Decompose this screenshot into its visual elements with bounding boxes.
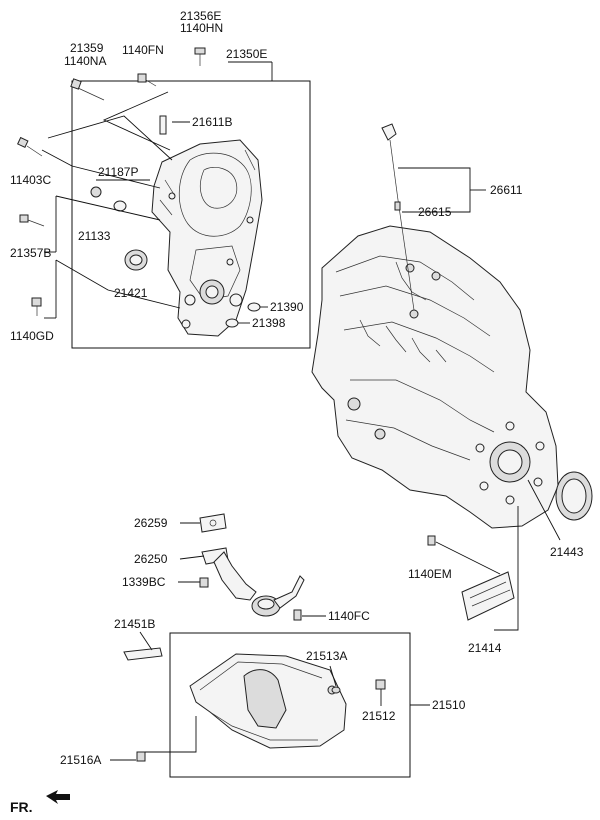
leader-21451B bbox=[139, 631, 153, 651]
label-21133: 21133 bbox=[78, 229, 111, 243]
bolt-21359 bbox=[70, 78, 105, 101]
leader-26250 bbox=[179, 555, 205, 560]
label-21451B: 21451B bbox=[114, 617, 155, 631]
leader-21357B bbox=[55, 195, 161, 221]
label-26259: 26259 bbox=[134, 516, 168, 530]
bolt-1140FN bbox=[137, 73, 157, 87]
leader-21516A-b bbox=[145, 716, 197, 753]
label-21611B: 21611B bbox=[192, 115, 232, 129]
label-26250: 26250 bbox=[134, 552, 168, 566]
o-ring-21398 bbox=[225, 318, 239, 328]
bolt-21516A bbox=[136, 751, 146, 762]
label-26615: 26615 bbox=[418, 205, 452, 219]
plug-21512 bbox=[375, 679, 386, 690]
bolt-11403C bbox=[17, 136, 43, 157]
label-1140EM: 1140EM bbox=[408, 567, 452, 581]
leader-21513A bbox=[329, 665, 337, 687]
label-1140HN: 1140HN bbox=[180, 21, 223, 35]
bolt-21356E bbox=[194, 47, 206, 66]
label-1140FC: 1140FC bbox=[328, 609, 370, 623]
label-26611: 26611 bbox=[490, 183, 523, 197]
plug-21133 bbox=[90, 186, 102, 198]
timing-cover-box bbox=[71, 80, 311, 349]
cylinder-block bbox=[311, 225, 559, 529]
o-ring-21390 bbox=[247, 302, 261, 312]
bolt-1140EM bbox=[427, 535, 436, 546]
timing-chain-cover bbox=[151, 139, 263, 337]
label-21512: 21512 bbox=[362, 709, 396, 723]
label-21414: 21414 bbox=[468, 641, 502, 655]
label-21390: 21390 bbox=[270, 300, 304, 314]
oil-level-gauge bbox=[381, 123, 415, 311]
bolt-1140FC bbox=[293, 609, 302, 621]
label-1140GD: 1140GD bbox=[10, 329, 54, 343]
leader-21421 bbox=[55, 259, 181, 309]
front-arrow-icon bbox=[46, 790, 70, 804]
leader-11403C-b bbox=[71, 165, 161, 189]
bolt-21357B bbox=[19, 214, 45, 227]
label-21516A: 21516A bbox=[60, 753, 101, 767]
label-1339BC: 1339BC bbox=[122, 575, 166, 589]
oil-pan-21510 bbox=[189, 653, 347, 749]
label-21350E: 21350E bbox=[226, 47, 267, 61]
front-direction-label: FR. bbox=[10, 799, 33, 815]
oil-strainer-26250 bbox=[201, 547, 305, 617]
label-21356E: 21356E bbox=[180, 9, 221, 23]
label-21359: 21359 bbox=[70, 41, 104, 55]
label-1140NA: 1140NA bbox=[64, 54, 106, 68]
gasket-26259 bbox=[199, 513, 227, 533]
label-21357B: 21357B bbox=[10, 246, 51, 260]
label-11403C: 11403C bbox=[10, 173, 51, 187]
label-1140FN: 1140FN bbox=[122, 43, 164, 57]
label-21510: 21510 bbox=[432, 698, 466, 712]
label-21513A: 21513A bbox=[306, 649, 347, 663]
label-21398: 21398 bbox=[252, 316, 286, 330]
oil-seal-21421 bbox=[124, 249, 148, 271]
label-21421: 21421 bbox=[114, 286, 148, 300]
leader-1140EM bbox=[435, 541, 501, 575]
bolt-1140GD bbox=[31, 297, 42, 316]
rear-oil-seal-21443 bbox=[555, 471, 593, 521]
bolt-1339BC bbox=[199, 577, 209, 588]
leader-11403C bbox=[41, 149, 73, 167]
leader-21414 bbox=[494, 506, 519, 631]
baffle-21414 bbox=[461, 571, 515, 621]
leader-1140FN bbox=[47, 115, 173, 161]
dowel-21611B bbox=[159, 115, 167, 135]
label-21443: 21443 bbox=[550, 545, 584, 559]
bracket-21451B bbox=[123, 647, 163, 661]
label-21187P: 21187P bbox=[98, 165, 138, 179]
leader-21443 bbox=[527, 479, 561, 541]
gasket-21513A bbox=[331, 686, 341, 694]
leader-21359 bbox=[102, 91, 171, 151]
